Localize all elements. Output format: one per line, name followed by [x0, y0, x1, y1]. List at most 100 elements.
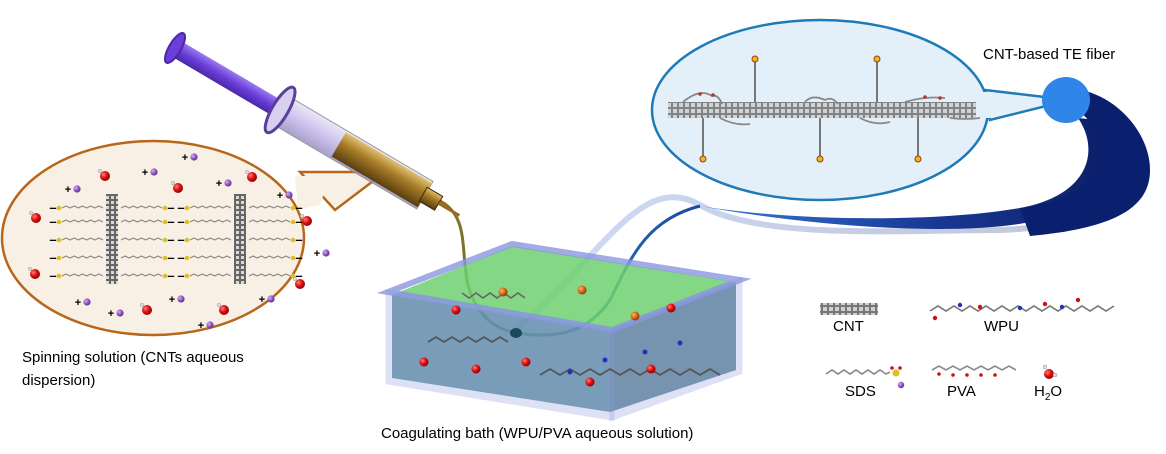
- legend-wpu-swatch: [929, 297, 1115, 321]
- sodium-ion: [150, 168, 158, 176]
- legend-label-pva: PVA: [947, 383, 976, 400]
- sodium-ion: [116, 309, 124, 317]
- spinning-solution-label: Spinning solution (CNTs aqueous dispersi…: [22, 346, 244, 392]
- sodium-ion: [322, 249, 330, 257]
- sds-head: [56, 219, 62, 225]
- water-molecule: [30, 269, 40, 279]
- spinning-solution-label-line2: dispersion): [22, 372, 96, 389]
- sds-chain: [248, 205, 291, 209]
- spinning-solution-label-line1: Spinning solution (CNTs aqueous: [22, 349, 244, 366]
- sds-head: [56, 205, 62, 211]
- legend: [820, 297, 1115, 389]
- sds-chain: [189, 237, 232, 241]
- sds-chain: [248, 273, 291, 277]
- anion-charge: –: [49, 232, 56, 247]
- sds-head: [184, 273, 190, 279]
- sds-chain: [189, 273, 232, 277]
- water-molecule: [31, 213, 41, 223]
- sds-chain: [189, 205, 232, 209]
- legend-cnt-swatch: [820, 303, 878, 315]
- sds-head: [184, 255, 190, 261]
- te-fiber: [513, 77, 1150, 333]
- anion-charge: –: [49, 250, 56, 265]
- anion-charge: –: [295, 232, 302, 247]
- water-hydrogen: [292, 276, 298, 282]
- sds-head: [56, 255, 62, 261]
- water-molecule: [295, 279, 305, 289]
- h2o-o: O: [1050, 383, 1063, 400]
- sds-head: [162, 219, 168, 225]
- sds-chain: [61, 237, 104, 241]
- sds-chain: [61, 255, 104, 259]
- water-molecule: [100, 171, 110, 181]
- sds-head: [162, 273, 168, 279]
- syringe: [163, 32, 461, 217]
- anion-charge: –: [167, 250, 174, 265]
- sds-chain: [189, 219, 232, 223]
- water-molecule: [219, 305, 229, 315]
- legend-label-cnt: CNT: [833, 318, 864, 335]
- sds-chain: [120, 219, 163, 223]
- fiber-cross-section: [1042, 77, 1090, 123]
- legend-label-wpu: WPU: [984, 318, 1019, 335]
- h2o-h: H: [1034, 383, 1045, 400]
- sds-chain: [61, 219, 104, 223]
- legend-pva-swatch: [931, 365, 1017, 377]
- sds-head: [290, 205, 296, 211]
- h2o-subscript: 2: [1044, 392, 1051, 403]
- anion-charge: –: [167, 268, 174, 283]
- water-hydrogen: [27, 266, 33, 272]
- water-molecule: [142, 305, 152, 315]
- sodium-ion: [285, 191, 293, 199]
- anion-charge: –: [295, 200, 302, 215]
- legend-label-sds: SDS: [845, 383, 876, 400]
- water-molecule: [173, 183, 183, 193]
- sds-chain: [61, 205, 104, 209]
- anion-charge: –: [295, 250, 302, 265]
- sds-head: [162, 205, 168, 211]
- anion-charge: –: [49, 214, 56, 229]
- cation-charge: +: [142, 167, 148, 179]
- sds-chain: [248, 255, 291, 259]
- anion-charge: –: [49, 200, 56, 215]
- sds-head: [290, 219, 296, 225]
- cation-charge: +: [65, 184, 71, 196]
- coagulating-bath: [376, 240, 752, 422]
- sds-head: [290, 255, 296, 261]
- legend-label-h2o: H2O: [1034, 383, 1062, 403]
- water-hydrogen: [299, 213, 305, 219]
- cation-charge: +: [216, 178, 222, 190]
- anion-charge: –: [177, 200, 184, 215]
- cnt-bundle: [668, 102, 976, 118]
- coagulating-bath-label: Coagulating bath (WPU/PVA aqueous soluti…: [381, 425, 694, 442]
- anion-charge: –: [167, 232, 174, 247]
- sodium-ion: [267, 295, 275, 303]
- water-hydrogen: [216, 302, 222, 308]
- sodium-ion: [206, 321, 214, 329]
- cation-charge: +: [259, 294, 265, 306]
- water-hydrogen: [244, 169, 250, 175]
- sds-head: [56, 273, 62, 279]
- sds-head: [290, 237, 296, 243]
- anion-charge: –: [295, 268, 302, 283]
- dispersed-cnt: [234, 194, 246, 284]
- anion-charge: –: [177, 250, 184, 265]
- anion-charge: –: [167, 214, 174, 229]
- sds-head: [184, 237, 190, 243]
- sds-chain: [120, 205, 163, 209]
- anion-charge: –: [295, 214, 302, 229]
- sds-chain: [248, 219, 291, 223]
- anion-charge: –: [49, 268, 56, 283]
- sds-head: [184, 205, 190, 211]
- sds-chain: [189, 255, 232, 259]
- fiber-structure-bubble: [650, 18, 1071, 202]
- sds-head: [184, 219, 190, 225]
- sodium-ion: [224, 179, 232, 187]
- anion-charge: –: [177, 214, 184, 229]
- sds-head: [56, 237, 62, 243]
- sodium-ion: [177, 295, 185, 303]
- sds-chain: [120, 237, 163, 241]
- sds-chain: [248, 237, 291, 241]
- anion-charge: –: [177, 268, 184, 283]
